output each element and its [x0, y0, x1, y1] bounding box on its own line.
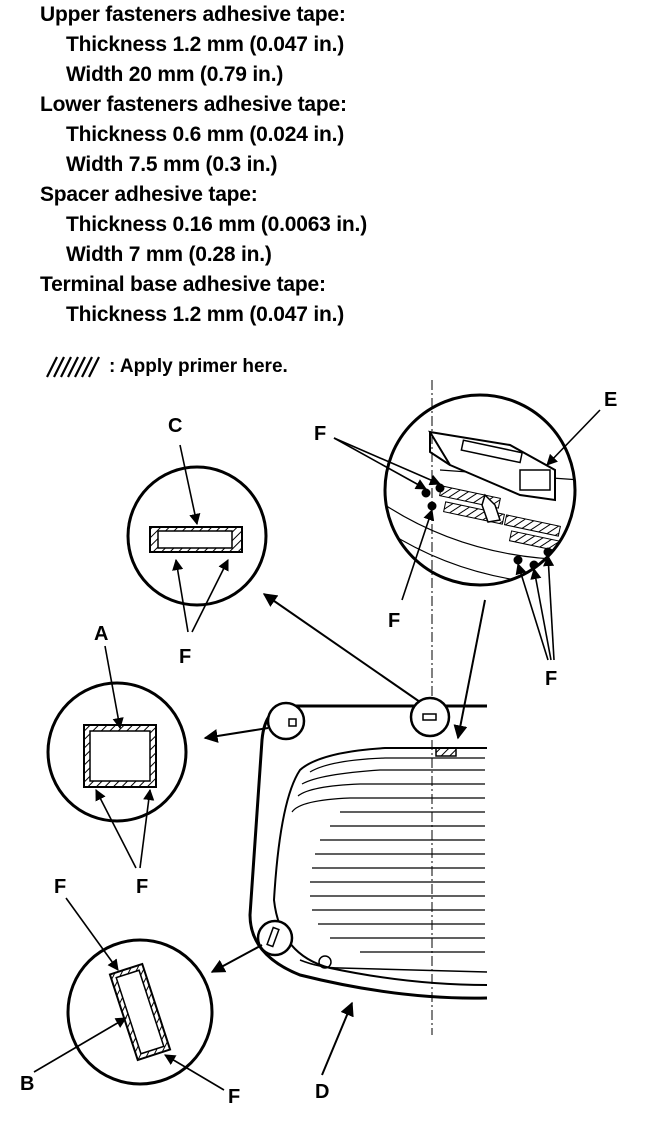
primer-legend: : Apply primer here. [45, 352, 288, 382]
spec-thickness: Thickness 0.16 mm (0.0063 in.) [66, 213, 367, 236]
spec-lower-fasteners: Lower fasteners adhesive tape: Thickness… [40, 90, 367, 180]
primer-hatch-icon [46, 356, 100, 378]
callout-f: F [314, 423, 326, 445]
spec-thickness: Thickness 1.2 mm (0.047 in.) [66, 33, 345, 56]
spec-thickness: Thickness 0.6 mm (0.024 in.) [66, 123, 345, 146]
spec-heading: Terminal base adhesive tape: [40, 273, 326, 296]
detail-circle-c [126, 444, 268, 633]
callout-e: E [604, 389, 617, 411]
callout-a: A [94, 623, 108, 645]
callout-b: B [20, 1073, 34, 1095]
spec-width: Width 7 mm (0.28 in.) [66, 243, 272, 266]
detail-circle-e [333, 393, 601, 661]
spec-heading: Upper fasteners adhesive tape: [40, 3, 346, 26]
callout-f: F [228, 1086, 240, 1108]
spec-thickness: Thickness 1.2 mm (0.047 in.) [66, 303, 345, 326]
primer-legend-text: : Apply primer here. [109, 356, 288, 377]
spec-terminal-base: Terminal base adhesive tape: Thickness 1… [40, 270, 367, 330]
callout-f: F [136, 876, 148, 898]
spec-heading: Spacer adhesive tape: [40, 183, 258, 206]
callout-c: C [168, 415, 182, 437]
connector-arrows [203, 593, 486, 1076]
callout-f: F [179, 646, 191, 668]
spec-width: Width 7.5 mm (0.3 in.) [66, 153, 278, 176]
callout-labels: C E F A F F F F F B D F [20, 389, 617, 1108]
callout-d: D [315, 1081, 329, 1103]
glass-body [248, 380, 488, 1035]
adhesive-tape-specs: Upper fasteners adhesive tape: Thickness… [40, 0, 367, 330]
callout-f: F [388, 610, 400, 632]
spec-spacer: Spacer adhesive tape: Thickness 0.16 mm … [40, 180, 367, 270]
callout-f: F [54, 876, 66, 898]
spec-width: Width 20 mm (0.79 in.) [66, 63, 284, 86]
detail-circle-a [46, 645, 188, 869]
spec-heading: Lower fasteners adhesive tape: [40, 93, 347, 116]
spec-upper-fasteners: Upper fasteners adhesive tape: Thickness… [40, 0, 367, 90]
callout-f: F [545, 668, 557, 690]
detail-circle-b [33, 897, 225, 1091]
